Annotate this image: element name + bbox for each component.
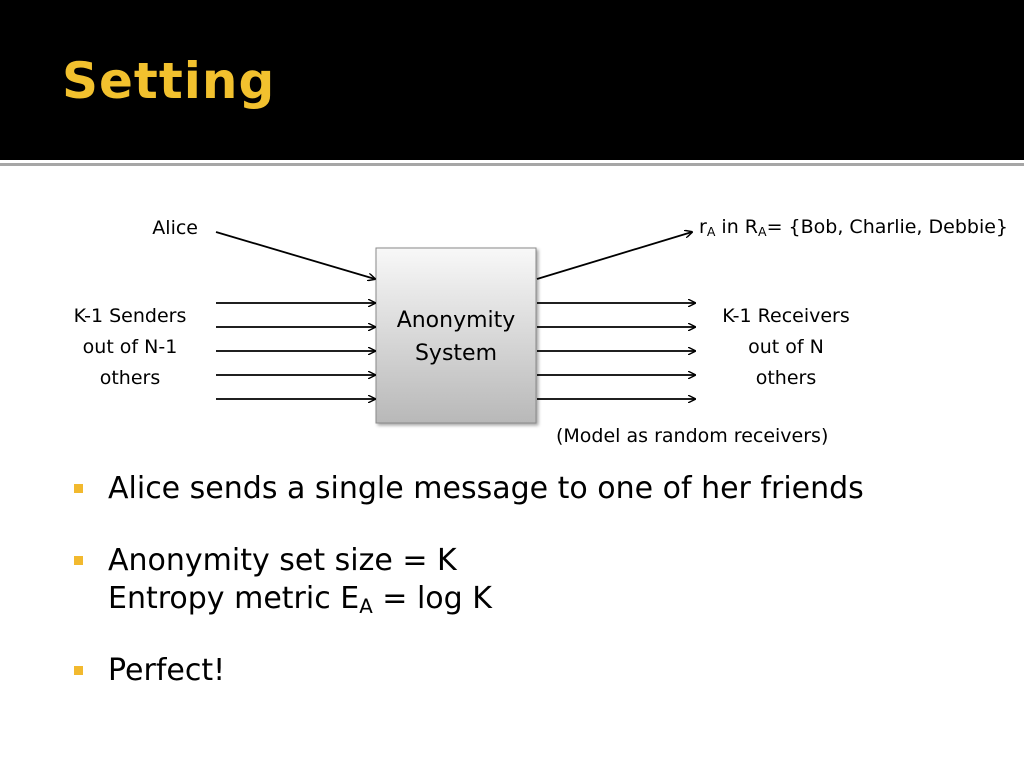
bullet-text: Perfect! [108, 653, 226, 688]
model-note: (Model as random receivers) [556, 425, 829, 447]
recipient-set-label: rA in RA= {Bob, Charlie, Debbie} [699, 212, 1008, 243]
receivers-label-line: K-1 Receivers [722, 305, 850, 327]
bullet-square-icon [74, 556, 83, 565]
set-subscript: A [758, 224, 767, 240]
senders-label-line: others [99, 367, 161, 389]
bullet-item: Perfect! [72, 652, 864, 690]
recipient-symbol: r [699, 216, 707, 238]
receivers-label-line: out of N [748, 336, 824, 358]
anonymity-system-box [375, 247, 537, 424]
entropy-value: = log K [372, 581, 492, 616]
bullet-square-icon [74, 484, 83, 493]
box-label-line: Anonymity [396, 308, 516, 333]
alice-label: Alice [152, 217, 198, 239]
entropy-subscript: A [359, 594, 373, 618]
recipient-arrow [536, 232, 692, 280]
senders-label-line: out of N-1 [82, 336, 178, 358]
bullet-text: Anonymity set size = K [108, 543, 457, 578]
slide-title: Setting [62, 52, 276, 110]
entropy-text: Entropy metric E [108, 581, 360, 616]
receiver-arrows [537, 303, 695, 399]
recipient-in-text: in R [715, 216, 758, 238]
receivers-label-line: others [755, 367, 817, 389]
receivers-label: K-1 Receivers out of N others [696, 301, 876, 394]
recipient-set: = {Bob, Charlie, Debbie} [766, 216, 1009, 238]
senders-label-line: K-1 Senders [73, 305, 187, 327]
sender-arrows [216, 303, 375, 399]
bullet-item: Anonymity set size = K Entropy metric EA… [72, 542, 864, 618]
recipient-subscript: A [706, 224, 716, 240]
title-divider-shadow [0, 163, 1024, 166]
box-label-line: System [414, 341, 498, 366]
bullet-text: Alice sends a single message to one of h… [108, 471, 864, 506]
bullet-list: Alice sends a single message to one of h… [72, 470, 864, 724]
box-label: Anonymity System [376, 304, 536, 370]
bullet-text-line-2: Entropy metric EA = log K [108, 580, 864, 618]
title-bar [0, 0, 1024, 160]
bullet-item: Alice sends a single message to one of h… [72, 470, 864, 508]
bullet-square-icon [74, 666, 83, 675]
alice-arrow [215, 231, 375, 279]
title-divider [0, 160, 1024, 163]
senders-label: K-1 Senders out of N-1 others [40, 301, 220, 394]
